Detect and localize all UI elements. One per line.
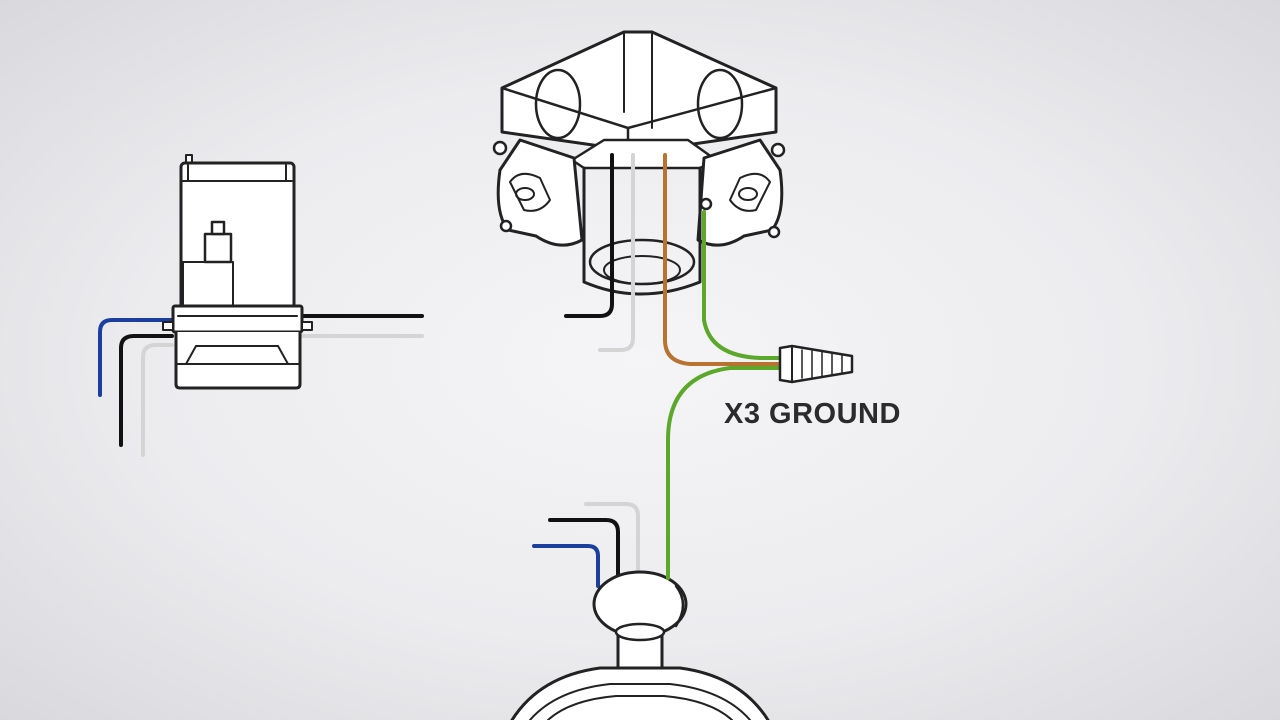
box-green-ground-wire — [702, 210, 786, 360]
receiver-blue-wire — [98, 318, 174, 397]
fan-black-wire — [548, 518, 620, 588]
fan-blue-wire — [532, 544, 600, 588]
receiver-black-wire — [119, 334, 174, 447]
fan-white-wire — [584, 502, 640, 584]
box-copper-ground-wire — [663, 153, 786, 366]
junction-box-wires — [564, 153, 786, 580]
box-black-wire — [564, 153, 614, 318]
fan-motor-housing — [510, 502, 770, 720]
remote-receiver — [98, 154, 424, 457]
fan-green-ground-wire — [666, 366, 786, 580]
box-white-wire — [598, 153, 635, 352]
wire-nut — [778, 344, 854, 384]
ground-connection-label: X3 GROUND — [724, 398, 901, 430]
ceiling-junction-box — [492, 30, 786, 302]
receiver-white-wire — [141, 343, 174, 457]
